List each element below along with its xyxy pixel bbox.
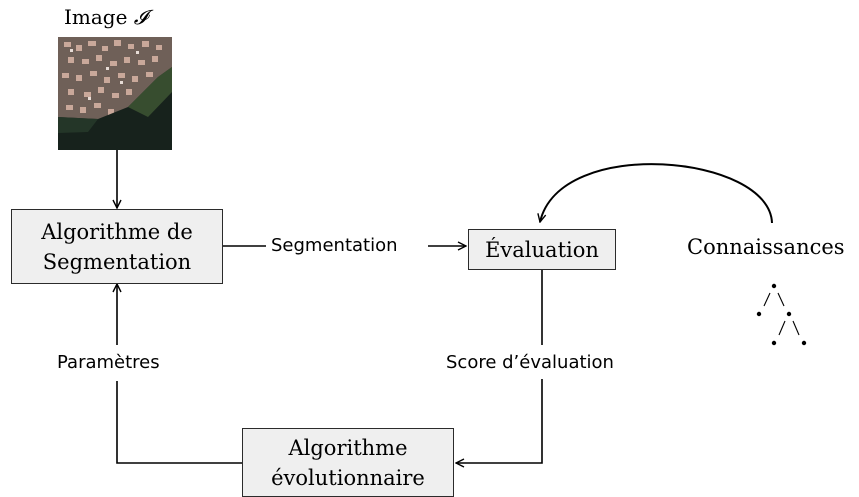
- parameters-edge-label: Paramètres: [57, 351, 160, 375]
- aerial-image-texture: [58, 37, 172, 150]
- image-title-text: Image: [64, 5, 128, 29]
- segmentation-edge-text: Segmentation: [271, 235, 398, 256]
- segmentation-algorithm-line2: Segmentation: [42, 249, 192, 274]
- aerial-image-thumbnail: [58, 37, 172, 150]
- score-edge-text: Score d’évaluation: [446, 352, 614, 373]
- line-evolutionary-to-parameters: [116, 381, 242, 464]
- evaluation-box: Évaluation: [468, 229, 616, 270]
- image-title: Image 𝓘: [64, 4, 147, 30]
- evolutionary-algorithm-line2: évolutionnaire: [271, 465, 425, 490]
- knowledge-text: Connaissances: [687, 235, 845, 259]
- evolutionary-algorithm-line1: Algorithme: [288, 435, 408, 460]
- arrow-score-to-evolutionary: [456, 379, 543, 463]
- segmentation-algorithm-box: Algorithme de Segmentation: [11, 209, 223, 284]
- evaluation-label: Évaluation: [485, 237, 599, 262]
- score-edge-label: Score d’évaluation: [446, 351, 614, 375]
- evolutionary-algorithm-box: Algorithme évolutionnaire: [242, 428, 454, 497]
- arrow-knowledge-to-evaluation: [540, 163, 773, 223]
- tree-icon: [756, 283, 807, 346]
- segmentation-algorithm-line1: Algorithme de: [41, 219, 193, 244]
- segmentation-edge-label: Segmentation: [271, 234, 398, 258]
- image-symbol: 𝓘: [133, 5, 148, 29]
- parameters-edge-text: Paramètres: [57, 352, 160, 373]
- knowledge-label: Connaissances: [687, 233, 845, 261]
